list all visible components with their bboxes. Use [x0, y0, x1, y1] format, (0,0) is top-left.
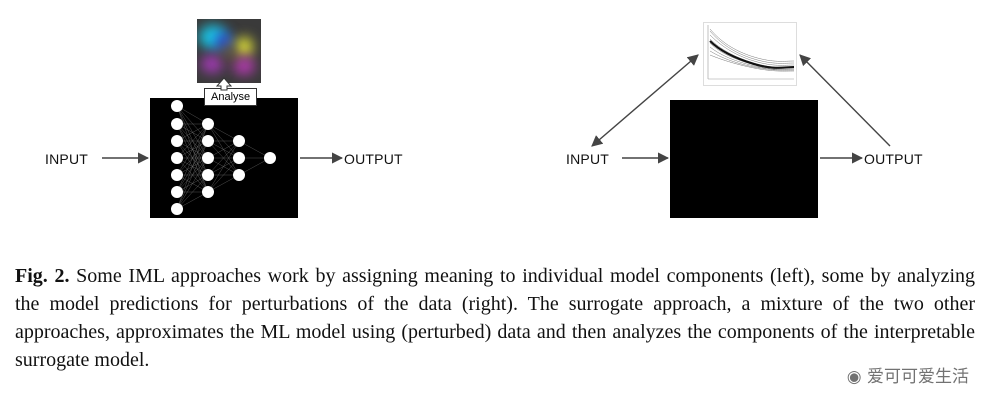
network-node — [171, 135, 183, 147]
analyse-label-box: Analyse — [204, 88, 258, 106]
input-to-plot-arrow — [591, 54, 699, 147]
network-node — [233, 169, 245, 181]
network-node — [202, 135, 214, 147]
network-node — [202, 118, 214, 130]
network-edge — [207, 157, 240, 193]
figure-caption: Fig. 2. Some IML approaches work by assi… — [15, 262, 975, 374]
network-edge — [176, 157, 209, 210]
right-output-label: OUTPUT — [864, 151, 923, 167]
analyse-up-arrow — [215, 77, 233, 91]
network-node — [171, 203, 183, 215]
saliency-heatmap-image — [197, 19, 261, 83]
network-edge — [176, 123, 209, 193]
network-node — [171, 169, 183, 181]
right-input-label: INPUT — [566, 151, 609, 167]
caption-text: Some IML approaches work by assigning me… — [15, 265, 976, 371]
network-edge — [176, 123, 209, 176]
network-node — [171, 152, 183, 164]
network-edge — [176, 105, 209, 193]
network-node — [171, 100, 183, 112]
left-input-label: INPUT — [45, 151, 88, 167]
neural-network-nodes — [171, 100, 276, 215]
figure-label: Fig. 2. — [15, 265, 70, 287]
network-node — [233, 152, 245, 164]
network-node — [202, 186, 214, 198]
network-node — [233, 135, 245, 147]
watermark: ◉ 爱可可爱生活 — [847, 362, 969, 387]
network-node — [171, 118, 183, 130]
network-node — [171, 186, 183, 198]
watermark-icon: ◉ — [846, 367, 862, 387]
network-edge — [176, 140, 209, 210]
network-node — [264, 152, 276, 164]
network-edge — [176, 174, 209, 210]
network-edge — [176, 123, 209, 210]
neural-network-edges — [176, 105, 271, 210]
perturbation-plot-image — [703, 22, 797, 86]
network-edge — [207, 140, 240, 193]
network-node — [202, 152, 214, 164]
output-to-plot-arrow — [799, 54, 891, 147]
network-edge — [176, 123, 209, 159]
network-edge — [176, 105, 209, 159]
left-output-label: OUTPUT — [344, 151, 403, 167]
network-edge — [207, 140, 240, 176]
watermark-text: 爱可可爱生活 — [867, 367, 969, 387]
network-node — [202, 169, 214, 181]
